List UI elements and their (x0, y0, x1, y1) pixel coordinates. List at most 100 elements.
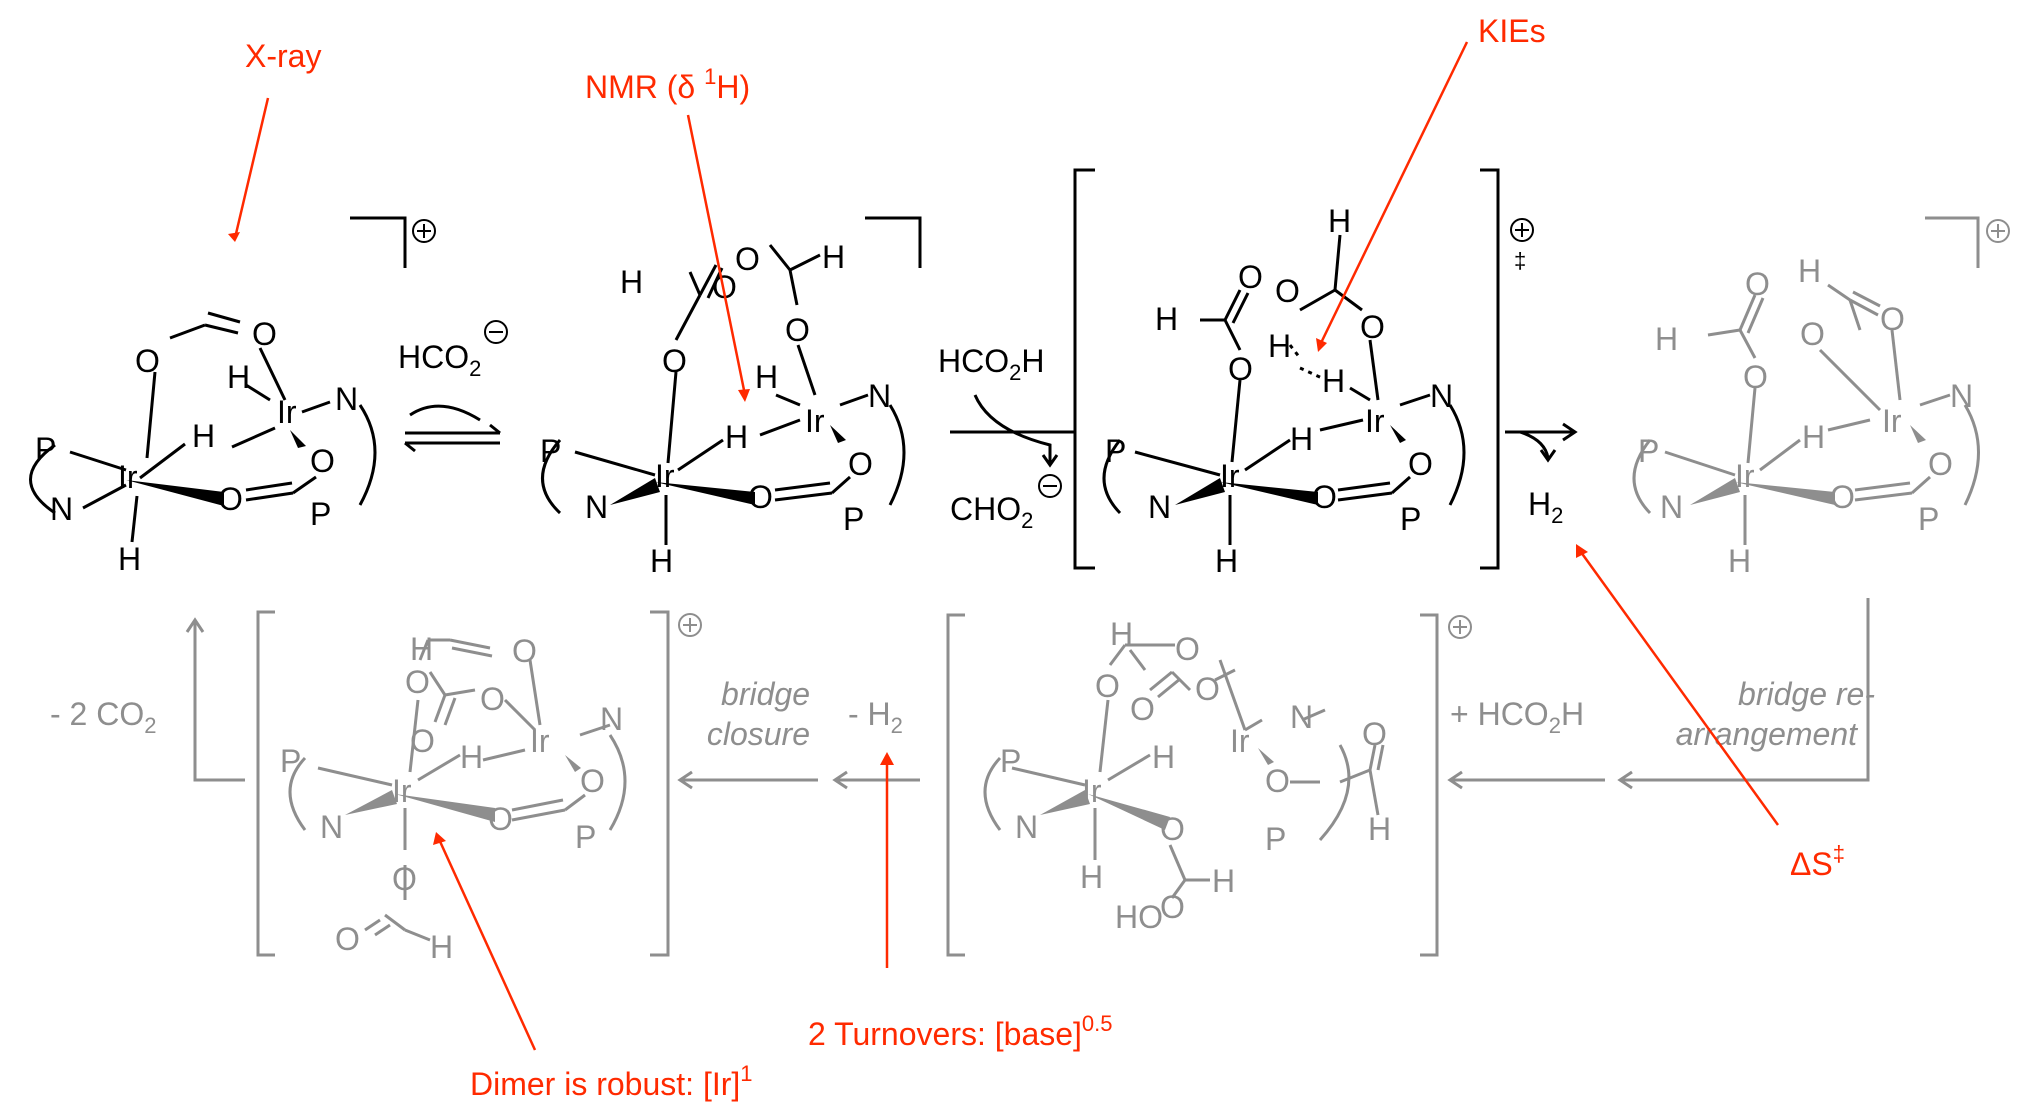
oxygen-atom: O (480, 681, 505, 717)
oxygen-atom: O (410, 723, 435, 759)
reaction-arrow: HCO2H CHO2 (938, 343, 1075, 533)
negative-charge-icon (1038, 474, 1062, 498)
formic-acid-addition-arrow: + HCO2H (1447, 696, 1605, 790)
bridge-rearrangement-arrow: bridge re- arrangement (1617, 598, 1875, 790)
n-atom: N (320, 809, 343, 845)
formyl-h-atom: H (1155, 301, 1178, 337)
iridium-atom: Ir (1365, 403, 1385, 439)
co2-loss-arrow: - 2 CO2 (50, 617, 245, 782)
oxygen-atom: O (1265, 763, 1290, 799)
equilibrium-arrow: HCO2 (398, 320, 508, 453)
oxygen-atom: O (748, 479, 773, 515)
transition-state-dagger: ‡ (1514, 248, 1526, 273)
n-atom: N (50, 491, 73, 527)
p-atom: P (540, 433, 561, 469)
oxygen-atom: O (785, 312, 810, 348)
oxygen-atom: O (1745, 266, 1770, 302)
formyl-h-atom: H (1110, 616, 1133, 652)
hydride-atom: H (1080, 859, 1103, 895)
oxygen-atom: O (735, 241, 760, 277)
hydride-atom: H (1215, 543, 1238, 579)
hydride-atom: H (650, 543, 673, 579)
plus-formic-acid-label: + HCO2H (1450, 696, 1584, 738)
bridge-closure-label: closure (707, 716, 810, 752)
iridium-atom: Ir (392, 773, 412, 809)
hydride-atom: H (1152, 739, 1175, 775)
nmr-annotation: NMR (δ 1H) (585, 64, 750, 105)
p-atom: P (280, 743, 301, 779)
oxygen-atom: O (488, 801, 513, 837)
reaction-arrow: H2 (1505, 422, 1578, 528)
positive-charge-icon (678, 613, 702, 637)
xray-annotation: X-ray (245, 38, 321, 74)
oxygen-atom: O (580, 763, 605, 799)
formyl-h-atom: H (1798, 253, 1821, 289)
positive-charge-icon (1986, 219, 2010, 243)
oxygen-atom: O (662, 343, 687, 379)
positive-charge-icon (1510, 218, 1534, 242)
kies-annotation: KIEs (1478, 13, 1546, 49)
n-atom: N (1148, 489, 1171, 525)
formyl-h-atom: H (620, 264, 643, 300)
iridium-atom: Ir (530, 723, 550, 759)
hydride-atom: H (725, 419, 748, 455)
hydride-atom: H (755, 359, 778, 395)
oxygen-atom: O (1275, 273, 1300, 309)
hydride-atom: H (460, 739, 483, 775)
hydride-atom: H (1802, 419, 1825, 455)
iridium-atom: Ir (277, 394, 297, 430)
oxygen-atom: O (335, 921, 360, 957)
iridium-atom: Ir (805, 403, 825, 439)
oxygen-atom: O (1175, 631, 1200, 667)
turnovers-annotation: 2 Turnovers: [base]0.5 (808, 1011, 1113, 1052)
formyl-h-atom: H (1655, 321, 1678, 357)
p-atom: P (310, 496, 331, 532)
iridium-atom: Ir (118, 459, 138, 495)
formyl-h-atom: H (430, 929, 453, 965)
h2-loss-arrow: - H2 bridge closure (677, 676, 920, 790)
p-atom: P (575, 819, 596, 855)
positive-charge-icon (1448, 615, 1472, 639)
minus-2co2-label: - 2 CO2 (50, 696, 156, 738)
bridge-rearrangement-label: arrangement (1676, 716, 1859, 752)
acid-h-atom: H (1268, 328, 1291, 364)
complex-5-triformate: P N Ir H O H O O O H Ir N O P O H O O H … (946, 613, 1472, 957)
hydride-atom: H (1290, 421, 1313, 457)
iridium-atom: Ir (655, 458, 675, 494)
iridium-atom: Ir (1082, 773, 1102, 809)
oxygen-atom: O (1928, 446, 1953, 482)
oxygen-atom: O (1880, 301, 1905, 337)
minus-h2-label: - H2 (848, 696, 903, 738)
formyl-h-atom: H (1328, 203, 1351, 239)
formic-acid-reagent: HCO2H (938, 343, 1044, 385)
complex-1-monoformate-dimer: P N Ir H H O O H Ir N O O P (29, 216, 436, 577)
oxygen-atom: O (1195, 671, 1220, 707)
formyl-h-atom: H (822, 239, 845, 275)
bridge-closure-label: bridge (721, 676, 810, 712)
n-atom: N (600, 701, 623, 737)
formyl-h-atom: H (410, 631, 433, 667)
n-atom: N (1290, 699, 1313, 735)
oxygen-atom: O (1830, 479, 1855, 515)
cho2-product: CHO2 (950, 491, 1033, 533)
n-atom: N (1430, 378, 1453, 414)
formate-reagent: HCO2 (398, 339, 481, 381)
oxygen-atom: O (1312, 479, 1337, 515)
p-atom: P (35, 431, 56, 467)
mechanistic-evidence-annotations: X-ray NMR (δ 1H) KIEs ΔS‡ 2 Turnovers: [… (228, 13, 1845, 1102)
oxygen-atom: O (1238, 259, 1263, 295)
oxygen-atom: O (310, 443, 335, 479)
oxygen-atom: O (1130, 691, 1155, 727)
oxygen-atom: O (135, 343, 160, 379)
p-atom: P (1105, 433, 1126, 469)
formyl-h-atom: H (1212, 863, 1235, 899)
negative-charge-icon (484, 320, 508, 344)
p-atom: P (1918, 501, 1939, 537)
oxygen-atom: O (1228, 351, 1253, 387)
formyl-h-atom: H (1368, 811, 1391, 847)
n-atom: N (1660, 489, 1683, 525)
p-atom: P (1265, 821, 1286, 857)
iridium-atom: Ir (1735, 458, 1755, 494)
transition-state: P N Ir H O H O O H O H H H Ir N O O P ‡ (1073, 168, 1534, 579)
